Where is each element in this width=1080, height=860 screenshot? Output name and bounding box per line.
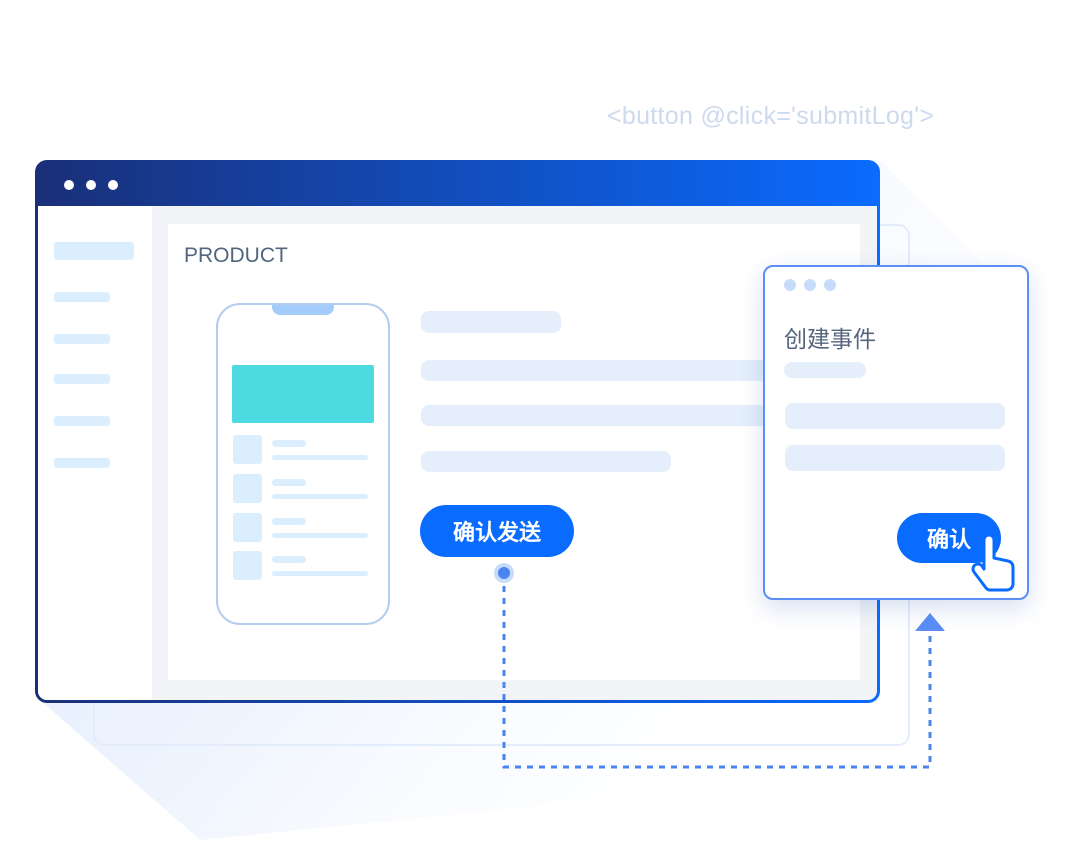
- sidebar: [38, 206, 152, 700]
- sidebar-item: [54, 334, 110, 344]
- window-dots-icon: [64, 180, 118, 190]
- sidebar-item: [54, 416, 110, 426]
- arrow-up-icon: [915, 613, 945, 631]
- sidebar-item: [54, 374, 110, 384]
- sidebar-item: [54, 242, 134, 260]
- confirm-send-button[interactable]: 确认发送: [420, 505, 574, 557]
- placeholder-line: [421, 311, 561, 333]
- page-title: PRODUCT: [184, 244, 288, 267]
- window-dots-icon: [784, 279, 836, 291]
- code-snippet: <button @click='submitLog'>: [607, 102, 935, 130]
- placeholder-line: [421, 360, 771, 381]
- phone-notch: [272, 305, 334, 315]
- phone-banner: [232, 365, 374, 423]
- form-field: [785, 403, 1005, 429]
- placeholder-line: [421, 451, 671, 472]
- hand-pointer-icon: [971, 534, 1015, 592]
- dialog-title: 创建事件: [784, 327, 876, 353]
- placeholder-line: [784, 362, 866, 378]
- sidebar-item: [54, 458, 110, 468]
- placeholder-line: [421, 405, 771, 426]
- sidebar-item: [54, 292, 110, 302]
- form-field: [785, 445, 1005, 471]
